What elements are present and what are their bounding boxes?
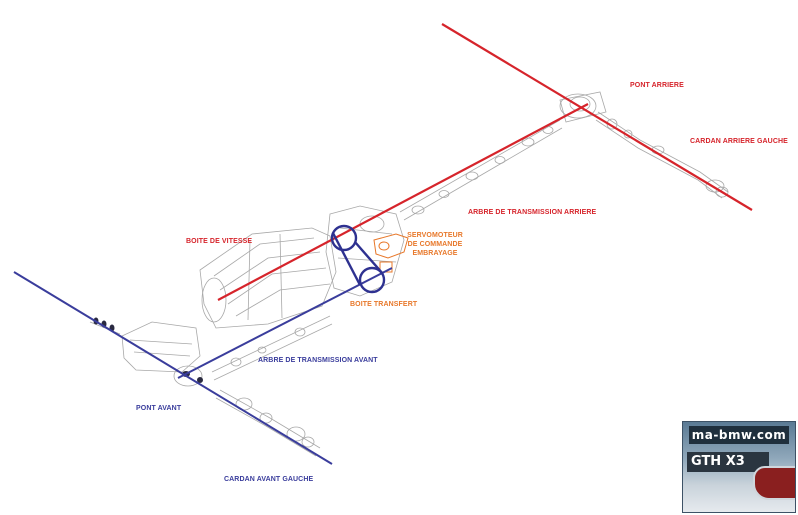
ma-bmw-logo: ma-bmw.com GTH X3	[682, 421, 796, 513]
front-transmission-line	[177, 267, 393, 379]
label-cardan-arriere-gauche: CARDAN ARRIERE GAUCHE	[690, 138, 788, 145]
gearbox-drawing	[199, 227, 337, 329]
transfer-chain-right	[354, 241, 384, 275]
front-axle-drawing	[89, 321, 321, 457]
drivetrain-drawing	[89, 91, 729, 457]
label-servomoteur-line3: EMBRAYAGE	[412, 250, 458, 257]
servomotor-drawing	[373, 233, 409, 273]
logo-badge: GTH X3	[687, 452, 769, 472]
label-pont-avant: PONT AVANT	[136, 405, 182, 412]
label-servomoteur-line2: DE COMMANDE	[407, 241, 463, 248]
label-pont-arriere: PONT ARRIERE	[630, 82, 684, 89]
rear-axle-line	[441, 23, 753, 211]
transfer-chain-left	[331, 232, 362, 286]
transfer-upper-sprocket	[330, 224, 358, 252]
engine-drawing	[121, 321, 201, 373]
label-arbre-transmission-avant: ARBRE DE TRANSMISSION AVANT	[258, 357, 378, 364]
logo-site-name: ma-bmw.com	[689, 426, 789, 444]
front-shaft-drawing	[211, 315, 333, 381]
front-axle-line	[13, 271, 333, 465]
transfer-lower-sprocket	[358, 266, 386, 294]
label-boite-de-vitesse: BOITE DE VITESSE	[186, 238, 253, 245]
label-arbre-transmission-arriere: ARBRE DE TRANSMISSION ARRIERE	[468, 209, 597, 216]
label-cardan-avant-gauche: CARDAN AVANT GAUCHE	[224, 476, 314, 483]
label-servomoteur-line1: SERVOMOTEUR	[407, 232, 463, 239]
transfer-chain-loop	[330, 224, 386, 294]
transfer-case-drawing	[325, 205, 405, 297]
label-servomoteur: SERVOMOTEUR DE COMMANDE EMBRAYAGE	[405, 231, 465, 258]
tail-light-icon	[753, 466, 795, 500]
rear-transmission-line	[217, 103, 589, 301]
rear-axle-drawing	[559, 91, 729, 199]
rear-shaft-drawing	[399, 119, 563, 221]
label-boite-transfert: BOITE TRANSFERT	[350, 301, 418, 308]
